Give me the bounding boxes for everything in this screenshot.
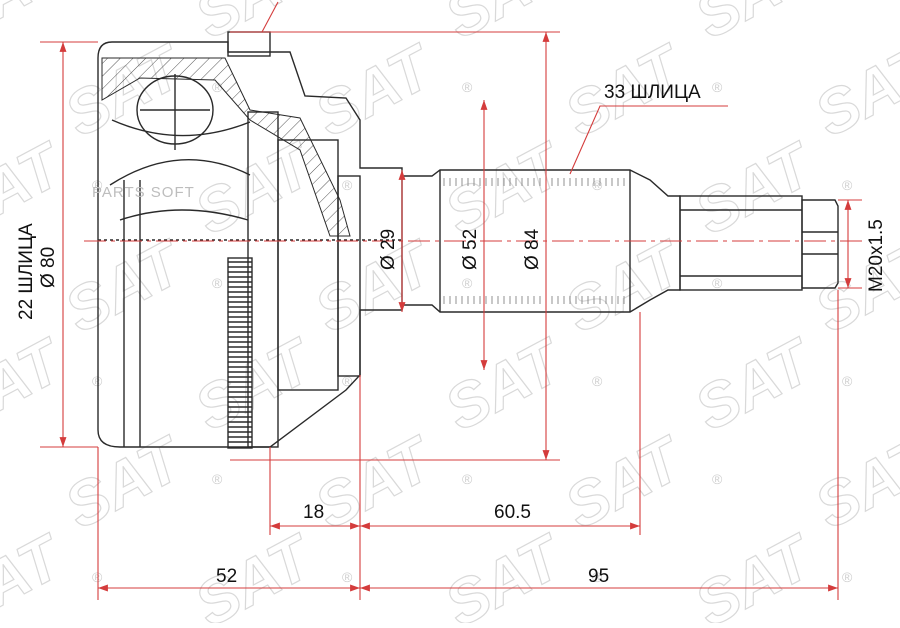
sat-watermark: SAT bbox=[554, 423, 696, 542]
partssoft-watermark: PARTS SOFT bbox=[92, 184, 195, 201]
registered-mark: ® bbox=[592, 177, 603, 193]
registered-mark: ® bbox=[212, 79, 223, 95]
sat-watermark: SAT bbox=[304, 227, 446, 346]
sat-watermark: SAT bbox=[684, 521, 826, 623]
sat-watermark: SAT bbox=[0, 521, 77, 623]
sat-watermark: SAT bbox=[434, 521, 576, 623]
label-dia-80: Ø 80 bbox=[38, 247, 59, 288]
sat-watermark: SAT bbox=[184, 521, 326, 623]
label-len-60-5: 60.5 bbox=[494, 502, 531, 523]
registered-mark: ® bbox=[462, 79, 473, 95]
label-len-18: 18 bbox=[303, 502, 324, 523]
label-33-splines: 33 ШЛИЦА bbox=[604, 82, 701, 103]
label-22-splines: 22 ШЛИЦА bbox=[16, 223, 37, 320]
sat-watermark: SAT bbox=[304, 31, 446, 150]
registered-mark: ® bbox=[842, 569, 853, 585]
label-dia-52: Ø 52 bbox=[460, 229, 481, 270]
registered-mark: ® bbox=[462, 275, 473, 291]
registered-mark: ® bbox=[212, 275, 223, 291]
label-dia-84: Ø 84 bbox=[522, 228, 543, 270]
sat-watermark: SAT bbox=[554, 227, 696, 346]
label-dia-29: Ø 29 bbox=[378, 229, 399, 270]
sat-watermark: SAT bbox=[684, 0, 826, 52]
sat-watermark: SAT bbox=[0, 129, 77, 248]
sat-watermark: SAT bbox=[184, 0, 326, 52]
registered-mark: ® bbox=[592, 373, 603, 389]
sat-watermark: SAT bbox=[684, 129, 826, 248]
label-len-95: 95 bbox=[588, 566, 609, 587]
registered-mark: ® bbox=[342, 569, 353, 585]
registered-mark: ® bbox=[342, 373, 353, 389]
sat-watermark: SAT bbox=[804, 423, 900, 542]
registered-mark: ® bbox=[342, 177, 353, 193]
registered-mark: ® bbox=[842, 177, 853, 193]
dimension-labels: 22 ШЛИЦА Ø 80 Ø 29 Ø 52 Ø 84 M20x1.5 33 … bbox=[16, 82, 887, 587]
registered-mark: ® bbox=[712, 275, 723, 291]
dimension-lines bbox=[40, 1, 862, 600]
sat-watermark: SAT bbox=[684, 325, 826, 444]
registered-mark: ® bbox=[592, 569, 603, 585]
cv-joint-outline bbox=[97, 31, 839, 449]
sat-watermark: SAT bbox=[0, 0, 77, 52]
registered-mark: ® bbox=[712, 79, 723, 95]
sat-watermark: SAT bbox=[434, 325, 576, 444]
sat-watermark: SAT bbox=[184, 325, 326, 444]
sat-watermark: SAT bbox=[434, 129, 576, 248]
label-len-52: 52 bbox=[216, 566, 237, 587]
sat-watermark: SAT bbox=[304, 423, 446, 542]
label-thread: M20x1.5 bbox=[866, 219, 887, 292]
sat-watermark: SAT bbox=[54, 227, 196, 346]
sat-watermark: SAT bbox=[54, 423, 196, 542]
registered-mark: ® bbox=[712, 471, 723, 487]
sat-watermark: SAT bbox=[0, 325, 77, 444]
abs-ring-teeth bbox=[228, 261, 252, 443]
sat-watermark: SAT bbox=[804, 31, 900, 150]
registered-mark: ® bbox=[462, 471, 473, 487]
sat-watermark: SAT bbox=[434, 0, 576, 52]
registered-mark: ® bbox=[842, 373, 853, 389]
registered-mark: ® bbox=[212, 471, 223, 487]
